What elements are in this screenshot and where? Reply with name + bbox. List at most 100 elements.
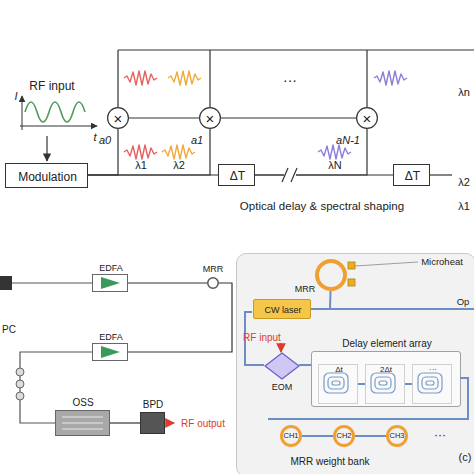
shaper-detail <box>62 429 103 430</box>
edfa-amplifier: EDFA <box>92 343 128 361</box>
node-label: CH1 <box>283 432 298 440</box>
multiplier-circle-shape <box>200 108 221 129</box>
signal-line <box>110 422 140 423</box>
photodetector: BPD <box>140 412 165 434</box>
laser-source <box>0 276 12 290</box>
node-label: × <box>114 111 123 126</box>
signal-name: RF output <box>181 419 225 429</box>
node-label: × <box>206 111 215 126</box>
signal-line <box>88 129 118 175</box>
rf-output-arrow <box>166 423 174 424</box>
electro-optic-modulator-outline <box>265 353 299 379</box>
polarization-controller <box>16 392 24 400</box>
weight-ring-shape <box>388 427 407 446</box>
microring-resonator: MRR <box>207 277 219 289</box>
fiber-line <box>12 282 92 283</box>
microheater <box>355 262 418 266</box>
optical-pulse <box>374 71 407 85</box>
line-break-mark <box>291 168 297 182</box>
signal-line <box>88 174 218 175</box>
microring-resonator-outline <box>315 259 347 291</box>
modulation-box: Modulation <box>5 163 88 188</box>
weight-ring-shape <box>335 427 354 446</box>
axis-label: I <box>14 91 17 102</box>
laser-source: CW laser <box>253 299 311 319</box>
node-label: 2Δt <box>380 366 392 374</box>
output-bus <box>118 50 474 175</box>
signal-line <box>255 129 367 175</box>
delay-array: Delay element arrayΔt2Δt··· <box>311 351 461 407</box>
microheater <box>348 262 418 286</box>
line-break-mark <box>284 168 296 182</box>
waveguide <box>245 312 264 365</box>
wavelength-label: λ1 <box>135 160 147 171</box>
part-name: MRR weight bank <box>291 457 370 467</box>
microheater <box>348 279 355 286</box>
optical-pulse <box>162 145 195 159</box>
amplifier-symbol <box>101 346 120 358</box>
signal-name: RF input <box>29 80 74 92</box>
amplifier-symbol <box>101 277 120 289</box>
node-label: Δt <box>335 366 343 374</box>
edfa-amplifier: EDFA <box>92 274 128 292</box>
node-label: EOM <box>272 383 293 392</box>
rf-input-arrow <box>281 343 282 352</box>
node-label: CW laser <box>264 306 301 315</box>
rf-input-plot <box>20 126 97 127</box>
delay-spiral: ··· <box>412 364 452 404</box>
signal-name: RF input <box>243 333 281 343</box>
waveguide <box>358 383 365 385</box>
rf-input-arrow <box>280 343 281 352</box>
microring-resonator-outline <box>207 277 219 289</box>
node-label: Modulation <box>18 171 77 183</box>
shaper-detail <box>62 423 103 424</box>
wavelength-label: λ2 <box>458 177 470 188</box>
wavelength-label: λN <box>328 160 341 171</box>
delay-spiral <box>375 377 391 389</box>
waveguide <box>299 364 311 366</box>
rf-output-arrow <box>166 422 174 423</box>
delay-spiral <box>324 373 348 393</box>
node-label: OSS <box>72 398 93 408</box>
waveguide <box>355 435 386 437</box>
fiber-line <box>20 352 92 423</box>
node-label: EDFA <box>99 333 123 342</box>
optical-pulse <box>124 145 157 159</box>
weight-ring-shape <box>282 427 301 446</box>
weight-coefficient: aN-1 <box>336 135 360 146</box>
waveguide <box>405 383 412 385</box>
wavelength-label: λn <box>458 87 470 98</box>
microring-resonator: MRR <box>315 259 347 291</box>
output-bus <box>366 50 367 107</box>
delay-spiral <box>324 373 442 393</box>
signal-line <box>88 129 210 175</box>
polarization-controller <box>16 368 24 400</box>
axis-label: t <box>93 132 96 143</box>
delay-box: ΔT <box>393 164 430 186</box>
chip-panel: (c)CW laserMRREOMDelay element arrayΔt2Δ… <box>236 253 474 474</box>
output-bus <box>117 50 118 107</box>
multiplier-circle-shape <box>108 108 129 129</box>
rf-input-plot <box>22 96 23 130</box>
wavelength-label: λ1 <box>458 201 470 212</box>
multiplier-circle: × <box>107 107 129 129</box>
weight-ring: CH1 <box>280 425 302 447</box>
output-bus <box>118 49 474 50</box>
node-label: (c) <box>459 452 472 463</box>
part-name: Microheat <box>421 257 463 267</box>
ellipsis: ··· <box>434 429 446 441</box>
delay-spiral <box>418 373 442 393</box>
optical-pulse <box>124 71 407 159</box>
shaper-detail <box>62 417 103 429</box>
fiber-line <box>12 283 92 423</box>
node-label: MRR <box>203 265 224 274</box>
delay-box: ΔT <box>218 164 255 186</box>
line-break-mark <box>282 168 297 182</box>
node-label: ΔT <box>230 170 245 182</box>
optical-pulse <box>168 71 201 85</box>
output-bus <box>430 174 452 175</box>
waveguide <box>302 435 333 437</box>
signal-line <box>221 117 356 118</box>
